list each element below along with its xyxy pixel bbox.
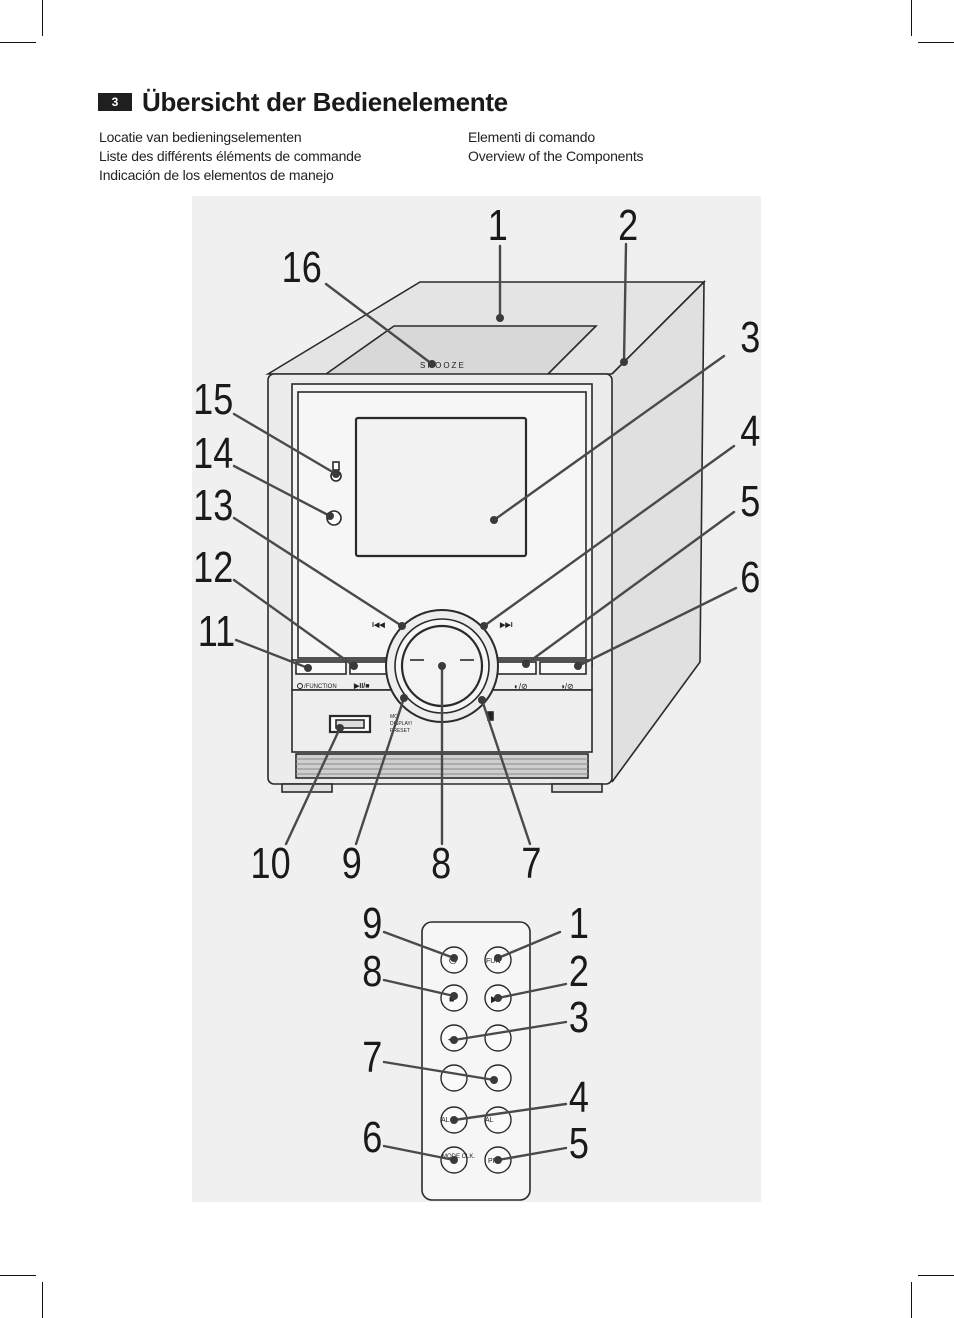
remote-mode-clk-label: MODE CLK. (442, 1154, 475, 1160)
crop-mark (911, 0, 912, 36)
callout-1: 1 (488, 201, 508, 250)
callout-13: 13 (193, 481, 233, 530)
section-number-badge: 3 (98, 93, 132, 111)
callout-8: 8 (431, 839, 451, 888)
remote-callout-7: 7 (362, 1033, 382, 1082)
remote-callout-8: 8 (362, 947, 382, 996)
callout-14: 14 (193, 429, 233, 478)
crop-mark (0, 42, 36, 43)
subtitle-column-right: Elementi di comando Overview of the Comp… (468, 128, 644, 166)
crop-mark (42, 1282, 43, 1318)
page-title: Übersicht der Bedienelemente (142, 86, 508, 117)
callout-12: 12 (193, 543, 233, 592)
callout-11: 11 (198, 607, 235, 656)
snooze-label: SNOOZE (420, 361, 466, 370)
display-label: DISPLAY/ (390, 721, 413, 727)
subtitle-it: Elementi di comando (468, 129, 595, 145)
callout-9: 9 (342, 839, 362, 888)
section-header: 3 Übersicht der Bedienelemente (98, 86, 508, 118)
crop-mark (42, 0, 43, 36)
subtitle-nl: Locatie van bedieningselementen (99, 129, 302, 145)
remote-callout-6: 6 (362, 1113, 382, 1162)
remote-callout-9: 9 (362, 899, 382, 948)
callout-16: 16 (282, 243, 322, 292)
callout-6: 6 (740, 553, 760, 602)
mode-label: MO (390, 714, 398, 720)
callout-5: 5 (740, 477, 760, 526)
callout-10: 10 (251, 839, 291, 888)
remote-callout-5: 5 (569, 1119, 589, 1168)
callout-3: 3 (740, 313, 760, 362)
remote-al2-label: AL (485, 1117, 494, 1124)
remote-callout-3: 3 (569, 993, 589, 1042)
preset-label: PRESET (390, 728, 410, 734)
subtitle-fr: Liste des différents éléments de command… (99, 148, 362, 164)
callout-4: 4 (740, 407, 760, 456)
function-label: /FUNCTION (304, 684, 337, 690)
play-stop-label: ▶II/■ (353, 683, 369, 690)
crop-mark (918, 42, 954, 43)
remote-callout-2: 2 (569, 947, 589, 996)
remote-callout-4: 4 (569, 1073, 589, 1122)
subtitle-en: Overview of the Components (468, 148, 644, 164)
subtitle-es: Indicación de los elementos de manejo (99, 167, 334, 183)
volume-up-icon: ◑/⊘ (560, 682, 574, 691)
subtitle-column-left: Locatie van bedieningselementen Liste de… (99, 128, 362, 185)
next-label: ▶▶I (499, 622, 513, 629)
remote-pr-label: PR (488, 1158, 498, 1165)
callout-15: 15 (193, 375, 233, 424)
crop-mark (918, 1275, 954, 1276)
remote-callout-1: 1 (569, 899, 589, 948)
remote-func-label: FUN (486, 958, 500, 965)
power-icon (297, 683, 303, 689)
crop-mark (0, 1275, 36, 1276)
callout-7: 7 (521, 839, 541, 888)
callout-2: 2 (618, 201, 638, 250)
volume-down-icon: ◐/⊘ (514, 682, 528, 691)
remote-al1-label: AL (441, 1117, 450, 1124)
prev-label: I◀◀ (372, 622, 385, 629)
crop-mark (911, 1282, 912, 1318)
